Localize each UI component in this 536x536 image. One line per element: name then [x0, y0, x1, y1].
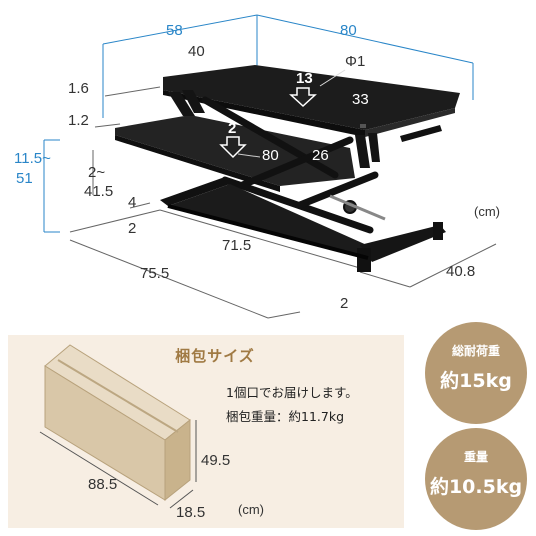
pkg-dim-height: 49.5 — [201, 452, 230, 469]
top-brackets — [168, 90, 380, 168]
package-box — [44, 344, 191, 502]
pkg-dim-thickness: 18.5 — [176, 504, 205, 521]
package-line-1: 1個口でお届けします。 — [226, 385, 358, 400]
keyboard-load-number: 2 — [228, 120, 236, 137]
load-capacity-label: 総耐荷重 — [451, 344, 500, 358]
dim-base-offset: 2 — [128, 220, 136, 237]
pkg-unit-label: (cm) — [238, 502, 264, 517]
load-capacity-badge: 総耐荷重 約15kg — [425, 322, 527, 424]
dim-top-width-right: 80 — [340, 22, 357, 39]
dim-keyboard-thickness: 1.2 — [68, 112, 89, 129]
dim-top-depth-inner: 40 — [188, 43, 205, 60]
top-load-marker — [289, 87, 317, 108]
weight-value: 約10.5kg — [429, 476, 523, 498]
gray-dimension-lines — [69, 86, 497, 319]
package-dimension-lines — [39, 420, 197, 509]
dim-base-depth: 40.8 — [446, 263, 475, 280]
weight-badge: 重量 約10.5kg — [425, 428, 527, 530]
pkg-dim-length: 88.5 — [88, 476, 117, 493]
dim-base-inner-length: 71.5 — [222, 237, 251, 254]
weight-label: 重量 — [463, 450, 488, 464]
dim-total-height-line1: 11.5~ — [14, 150, 51, 167]
dim-base-foot: 2 — [340, 295, 348, 312]
dim-base-total-length: 75.5 — [140, 265, 169, 282]
package-line-2: 梱包重量：約11.7kg — [226, 409, 345, 424]
keyboard-load-marker — [219, 136, 247, 159]
load-capacity-value: 約15kg — [440, 370, 512, 392]
dim-keyboard-depth: 26 — [312, 147, 329, 164]
unit-label-desk: (cm) — [474, 204, 500, 219]
dim-grommet: Φ1 — [345, 53, 365, 70]
base-frame — [160, 178, 446, 272]
dim-top-width-total: 58 — [166, 22, 183, 39]
package-title: 梱包サイズ — [175, 347, 255, 365]
dim-lift-line2: 41.5 — [84, 183, 113, 200]
dim-keyboard-width: 80 — [262, 147, 279, 164]
dim-lift-line1: 2~ — [88, 164, 105, 181]
top-load-number: 13 — [296, 70, 313, 87]
dim-top-thickness: 1.6 — [68, 80, 89, 97]
blue-dimension-lines — [43, 14, 474, 233]
dim-top-inner-depth: 33 — [352, 91, 369, 108]
dim-base-height: 4 — [128, 194, 136, 211]
dim-total-height-line2: 51 — [16, 170, 33, 187]
